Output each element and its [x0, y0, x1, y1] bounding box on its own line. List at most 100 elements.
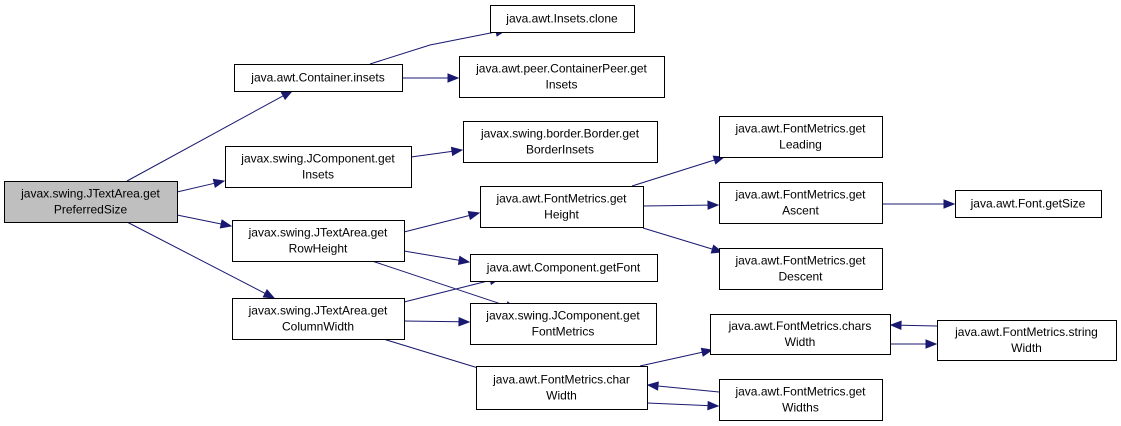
node-font-getsize[interactable]: java.awt.Font.getSize: [955, 190, 1102, 218]
node-component-getfont[interactable]: java.awt.Component.getFont: [470, 254, 658, 282]
node-label-line: java.awt.Font.getSize: [970, 197, 1086, 211]
node-box[interactable]: [463, 121, 658, 163]
node-box[interactable]: [4, 181, 178, 223]
edge-line: [403, 250, 460, 261]
node-label-line: Widths: [782, 401, 819, 415]
node-box[interactable]: [490, 5, 635, 33]
arrowhead: [707, 200, 720, 210]
edge-line: [403, 215, 470, 233]
edge-line: [642, 227, 713, 250]
node-box[interactable]: [937, 320, 1117, 361]
edge-jcomponent_getinsets-to-border_getborderinsets: [410, 146, 464, 158]
edge-line: [631, 159, 715, 187]
edge-fm_stringwidth-to-fm_charswidth: [889, 320, 938, 330]
node-border-getborderinsets[interactable]: javax.swing.border.Border.getBorderInset…: [463, 121, 658, 163]
node-label-line: java.awt.FontMetrics.get: [734, 254, 866, 268]
arrowhead: [646, 381, 659, 391]
node-box[interactable]: [232, 220, 405, 262]
node-label-line: java.awt.Component.getFont: [486, 261, 641, 275]
arrowhead: [280, 90, 294, 101]
arrowhead: [707, 400, 720, 411]
node-box[interactable]: [719, 248, 883, 290]
edge-jtextarea_getcolumnwidth-to-jcomponent_getfontmetrics: [403, 317, 471, 327]
edge-fm_getheight-to-fm_getascent: [642, 200, 720, 210]
edge-fm_getwidths-to-fm_charwidth: [646, 381, 720, 393]
node-label-line: java.awt.Container.insets: [250, 71, 384, 85]
arrowhead: [212, 178, 226, 189]
node-label-line: ColumnWidth: [282, 320, 354, 334]
node-box[interactable]: [232, 298, 405, 340]
node-label-line: java.awt.FontMetrics.char: [492, 373, 630, 387]
arrowhead: [457, 255, 471, 265]
node-label-line: Height: [544, 208, 579, 222]
edge-fm_getheight-to-fm_getdescent: [642, 227, 724, 254]
arrowhead: [943, 199, 956, 209]
node-box[interactable]: [476, 366, 648, 410]
node-label-line: javax.swing.JTextArea.get: [248, 304, 388, 318]
edge-root-to-jtextarea_getrowheight: [176, 214, 233, 229]
arrowhead: [700, 347, 714, 357]
node-label-line: javax.swing.JComponent.get: [485, 309, 640, 323]
nodes-layer: javax.swing.JTextArea.getPreferredSizeja…: [4, 5, 1117, 421]
node-box[interactable]: [225, 146, 412, 188]
node-label-line: java.awt.peer.ContainerPeer.get: [475, 62, 647, 76]
node-label-line: javax.swing.JTextArea.get: [20, 187, 160, 201]
node-box[interactable]: [719, 379, 883, 421]
edge-fm_charwidth-to-fm_getwidths: [646, 400, 720, 411]
node-label-line: Width: [546, 389, 577, 403]
node-box[interactable]: [480, 186, 644, 228]
node-label-line: javax.swing.JTextArea.get: [248, 226, 388, 240]
arrowhead: [447, 73, 460, 83]
edge-line: [126, 221, 266, 294]
node-label-line: javax.swing.border.Border.get: [480, 127, 640, 141]
node-label-line: java.awt.FontMetrics.get: [495, 192, 627, 206]
node-label-line: java.awt.FontMetrics.chars: [728, 319, 872, 333]
edge-line: [176, 182, 215, 193]
node-box[interactable]: [719, 182, 883, 224]
node-label-line: RowHeight: [289, 242, 348, 256]
node-label-line: java.awt.FontMetrics.string: [954, 325, 1098, 339]
node-label-line: javax.swing.JComponent.get: [240, 152, 395, 166]
node-container-insets[interactable]: java.awt.Container.insets: [234, 64, 403, 92]
node-label-line: Insets: [545, 78, 577, 92]
edge-line: [410, 150, 453, 158]
node-label-line: Width: [785, 335, 816, 349]
edge-line: [369, 31, 497, 65]
node-box[interactable]: [955, 190, 1102, 218]
node-label-line: BorderInsets: [526, 143, 594, 157]
arrowhead: [889, 320, 902, 330]
edge-fm_getascent-to-font_getsize: [882, 199, 956, 209]
arrowhead: [712, 155, 726, 165]
edge-line: [371, 260, 507, 307]
node-box[interactable]: [470, 254, 658, 282]
node-label-line: Leading: [779, 138, 822, 152]
arrowhead: [458, 317, 471, 327]
node-label-line: java.awt.FontMetrics.get: [734, 122, 866, 136]
node-box[interactable]: [470, 303, 657, 345]
node-box[interactable]: [234, 64, 403, 92]
arrowhead: [219, 219, 233, 229]
edge-line: [657, 385, 720, 393]
node-box[interactable]: [710, 314, 891, 355]
edge-line: [403, 320, 460, 323]
edge-jtextarea_getrowheight-to-fm_getheight: [403, 211, 481, 233]
node-box[interactable]: [459, 56, 665, 98]
node-insets-clone[interactable]: java.awt.Insets.clone: [490, 5, 635, 33]
node-label-line: java.awt.FontMetrics.get: [734, 385, 866, 399]
node-box[interactable]: [719, 116, 883, 158]
